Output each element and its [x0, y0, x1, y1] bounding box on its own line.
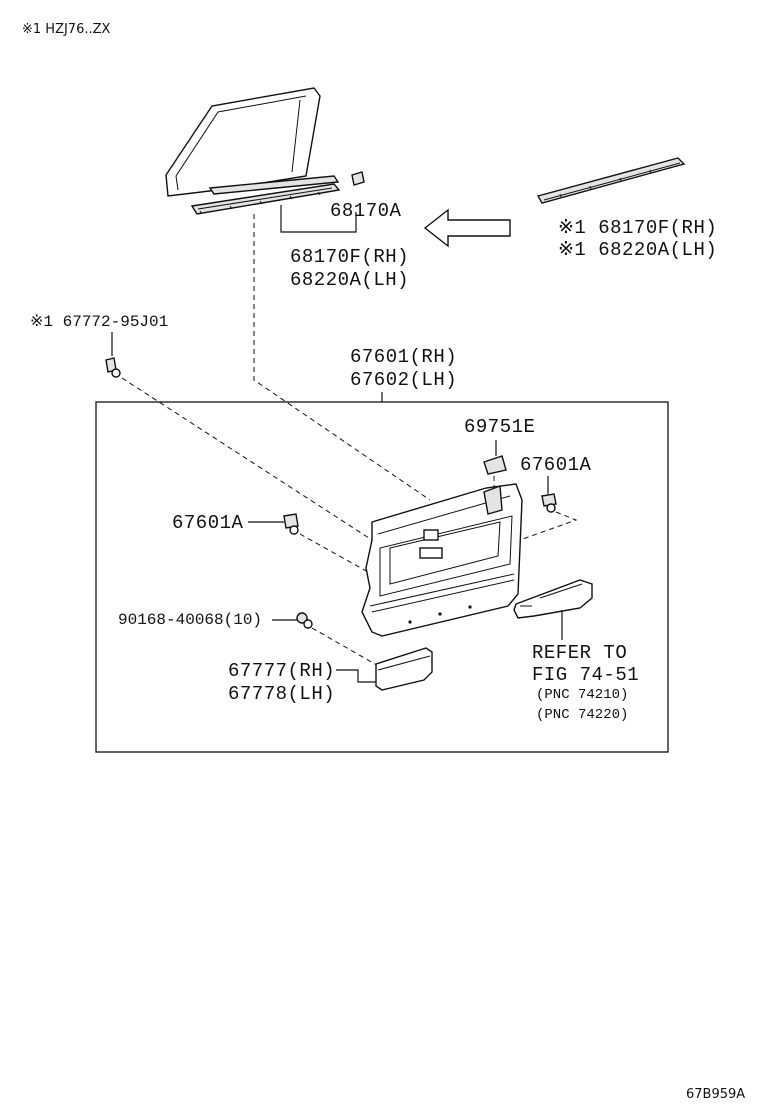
- belt-molding-part: [190, 183, 341, 215]
- clip-right-part: [541, 493, 557, 513]
- label-refer-pnc2: (PNC 74220): [536, 707, 628, 723]
- door-window-frame: [165, 87, 340, 197]
- guide-screw-bottom: [311, 627, 383, 669]
- guide-screw-top: [121, 377, 373, 541]
- assembly-group-box: [95, 401, 669, 753]
- diagram-code: 67B959A: [686, 1087, 745, 1102]
- model-note: ※1 HZJ76..ZX: [22, 22, 111, 37]
- label-belt-molding-lh: 68220A(LH): [290, 269, 409, 291]
- label-refer-line2: FIG 74-51: [532, 664, 639, 686]
- label-alt-belt-molding-lh: ※1 68220A(LH): [558, 239, 717, 261]
- label-belt-molding-rh: 68170F(RH): [290, 246, 409, 268]
- glass-channel-clip: [351, 171, 365, 186]
- label-clip-top: 69751E: [464, 416, 535, 438]
- clip-left-part: [283, 513, 299, 535]
- alt-belt-molding-part: [536, 157, 686, 204]
- label-refer-pnc1: (PNC 74210): [536, 687, 628, 703]
- clip-top-part: [483, 455, 507, 475]
- label-pocket-rh: 67777(RH): [228, 660, 335, 682]
- screw-top-part: [105, 357, 121, 378]
- door-trim-panel: [361, 483, 523, 637]
- door-pocket-part: [375, 647, 433, 691]
- label-trim-panel-rh: 67601(RH): [350, 346, 457, 368]
- label-pocket-lh: 67778(LH): [228, 683, 335, 705]
- leader-belt-molding: [280, 205, 357, 233]
- label-screw-bottom: 90168-40068(10): [118, 611, 262, 629]
- label-clip-left: 67601A: [172, 512, 244, 534]
- label-screw-top: ※1 67772-95J01: [30, 313, 168, 331]
- armrest-part: [513, 579, 593, 619]
- guide-clip-right: [519, 511, 578, 541]
- reference-arrow: [423, 208, 511, 248]
- label-refer-line1: REFER TO: [532, 642, 627, 664]
- guide-clip-left: [299, 533, 369, 573]
- label-trim-panel-lh: 67602(LH): [350, 369, 457, 391]
- label-alt-belt-molding-rh: ※1 68170F(RH): [558, 217, 717, 239]
- leader-pocket: [336, 669, 376, 683]
- guide-frame-to-panel: [253, 214, 431, 501]
- label-clip-right: 67601A: [520, 454, 592, 476]
- screw-bottom-part: [296, 612, 313, 629]
- label-glass-channel: 68170A: [330, 200, 402, 222]
